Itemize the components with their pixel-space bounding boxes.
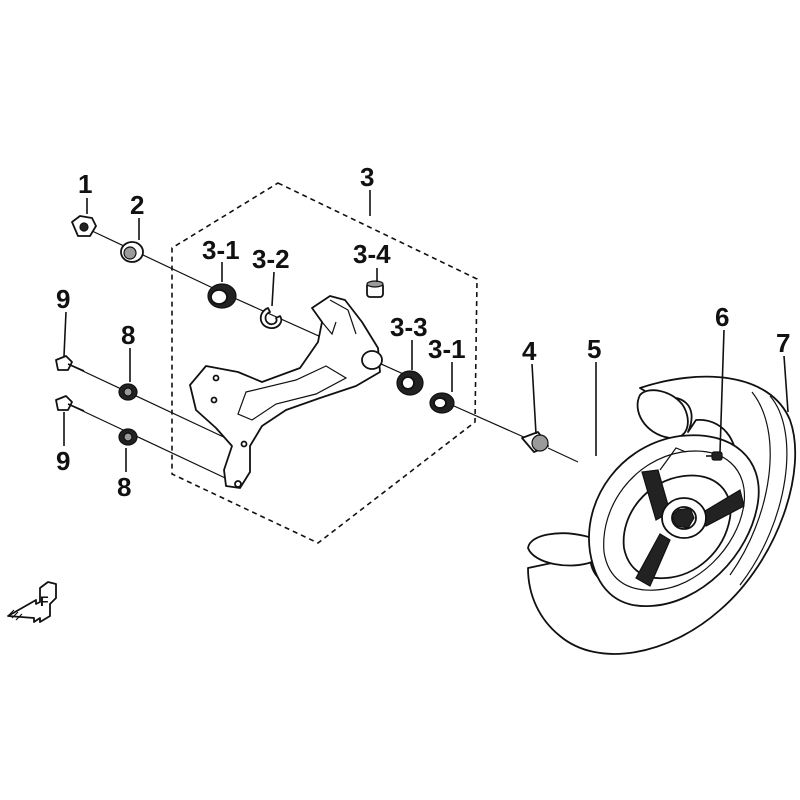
callout-6: 6 bbox=[715, 302, 729, 332]
axle-line-4 bbox=[547, 447, 579, 463]
assembly-3-boundary bbox=[171, 182, 478, 544]
callout-5: 5 bbox=[587, 334, 601, 364]
part-3-2-circlip bbox=[259, 307, 283, 329]
part-3-1-seal-right bbox=[429, 392, 455, 414]
part-7-tyre bbox=[527, 375, 797, 655]
part-4-collar bbox=[521, 431, 549, 453]
part-9-bolt-lower bbox=[55, 395, 85, 412]
part-2-washer bbox=[120, 241, 144, 263]
leader-7 bbox=[783, 355, 789, 413]
callout-3-1-right: 3-1 bbox=[428, 334, 466, 364]
part-3-4-bushing bbox=[366, 280, 384, 298]
callout-8-lower: 8 bbox=[117, 472, 131, 502]
leader-4 bbox=[531, 363, 537, 435]
bolt-line-upper bbox=[69, 364, 231, 441]
direction-marker-label: F bbox=[40, 593, 49, 609]
part-8-nut-lower bbox=[118, 428, 138, 446]
callout-8-upper: 8 bbox=[121, 320, 135, 350]
part-6-valve bbox=[706, 451, 723, 461]
axle-line bbox=[89, 229, 233, 298]
callout-2: 2 bbox=[130, 190, 144, 220]
part-3-1-seal-left bbox=[207, 283, 237, 309]
callout-3: 3 bbox=[360, 162, 374, 192]
part-3-swing-arm bbox=[189, 295, 383, 489]
callout-3-3: 3-3 bbox=[390, 312, 428, 342]
callout-3-1-left: 3-1 bbox=[202, 235, 240, 265]
callout-1: 1 bbox=[78, 169, 92, 199]
part-9-bolt-upper bbox=[55, 355, 85, 372]
callout-3-4: 3-4 bbox=[353, 239, 391, 269]
part-5-wheel-rim bbox=[588, 434, 760, 607]
callout-9-upper: 9 bbox=[56, 284, 70, 314]
leader-9a bbox=[63, 311, 67, 357]
bolt-line-lower bbox=[69, 404, 239, 485]
callout-4: 4 bbox=[522, 336, 537, 366]
callout-9-lower: 9 bbox=[56, 446, 70, 476]
part-1-nut bbox=[71, 215, 97, 237]
part-8-nut-upper bbox=[118, 383, 138, 401]
front-direction-arrow-icon bbox=[7, 581, 57, 623]
callout-7: 7 bbox=[776, 328, 790, 358]
part-3-3-spacer bbox=[396, 370, 424, 396]
callout-3-2: 3-2 bbox=[252, 244, 290, 274]
axle-line-3 bbox=[444, 401, 536, 443]
leader-6 bbox=[719, 329, 725, 453]
leader-3-2 bbox=[271, 271, 275, 307]
